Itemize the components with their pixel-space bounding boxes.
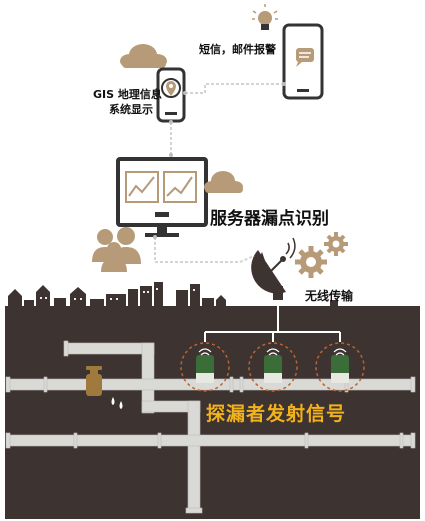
cloud-icon [120,44,167,68]
server-identify-label: 服务器漏点识别 [210,209,329,229]
satellite-dish-icon [251,237,296,300]
alert-phone-icon [282,23,324,100]
leak-sensor-3 [315,342,365,392]
server-monitor-icon [116,157,208,237]
valve-icon [86,366,102,396]
cloud-icon-2 [204,171,243,193]
people-icon [92,227,141,272]
leak-sensor-1 [180,342,230,392]
lightbulb-icon [252,4,278,30]
connector-lines [154,83,284,263]
gis-label-line2: 系统显示 [109,103,153,116]
city-skyline [8,282,338,308]
gis-label-line1: GIS 地理信息 [93,88,162,101]
wireless-bus [204,296,341,342]
leak-sensor-2 [248,342,298,392]
leak-transmitter-label: 探漏者发射信号 [206,403,347,425]
wireless-transmission-label: 无线传输 [305,289,354,303]
sms-email-alert-label: 短信，邮件报警 [199,43,276,56]
pipe-network [5,340,416,514]
water-drop-icon [111,397,123,409]
gear-icon [295,232,348,278]
location-phone-icon [156,67,186,123]
underground-area [5,306,420,519]
